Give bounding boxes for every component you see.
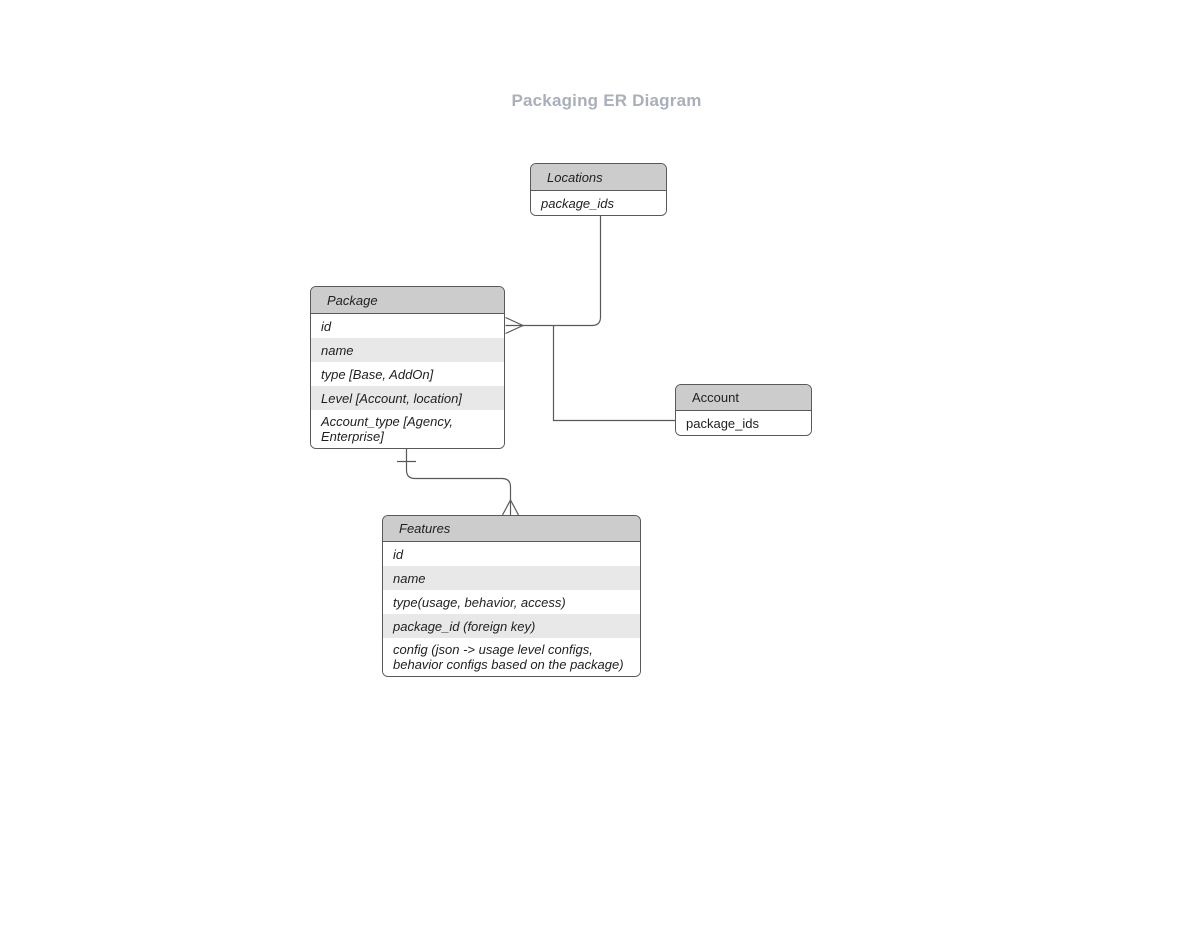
entity-row[interactable]: package_ids: [531, 191, 666, 215]
entity-account-header[interactable]: Account: [676, 385, 811, 411]
entity-row[interactable]: type(usage, behavior, access): [383, 590, 640, 614]
entity-package[interactable]: Package id name type [Base, AddOn] Level…: [310, 286, 505, 449]
entity-row[interactable]: name: [311, 338, 504, 362]
entity-row[interactable]: Account_type [Agency, Enterprise]: [311, 410, 504, 448]
entity-row[interactable]: package_id (foreign key): [383, 614, 640, 638]
diagram-title[interactable]: Packaging ER Diagram: [511, 91, 702, 110]
entity-row[interactable]: type [Base, AddOn]: [311, 362, 504, 386]
entity-title: Features: [399, 521, 451, 536]
entity-title: Account: [692, 390, 739, 405]
entity-row[interactable]: name: [383, 566, 640, 590]
entity-title: Locations: [547, 169, 603, 185]
entity-package-header[interactable]: Package: [311, 287, 504, 314]
entity-row[interactable]: package_ids: [676, 411, 811, 435]
crows-foot-many-features-icon: [501, 499, 520, 516]
entity-locations[interactable]: Locations package_ids: [530, 163, 667, 216]
entity-account[interactable]: Account package_ids: [675, 384, 812, 436]
entity-locations-rows: package_ids: [531, 191, 666, 215]
entity-row[interactable]: id: [311, 314, 504, 338]
connector-account-package[interactable]: [552, 325, 677, 422]
connector-package-features[interactable]: [405, 447, 512, 515]
entity-package-rows: id name type [Base, AddOn] Level [Accoun…: [311, 314, 504, 448]
entity-account-rows: package_ids: [676, 411, 811, 435]
entity-features-header[interactable]: Features: [383, 516, 640, 542]
entity-locations-header[interactable]: Locations: [531, 164, 666, 191]
entity-row[interactable]: Level [Account, location]: [311, 386, 504, 410]
connector-locations-package[interactable]: [505, 214, 602, 327]
entity-title: Package: [327, 292, 378, 308]
entity-features-rows: id name type(usage, behavior, access) pa…: [383, 542, 640, 676]
entity-row[interactable]: config (json -> usage level configs, beh…: [383, 638, 640, 676]
entity-features[interactable]: Features id name type(usage, behavior, a…: [382, 515, 641, 677]
crows-foot-many-package-icon: [505, 316, 524, 335]
entity-row[interactable]: id: [383, 542, 640, 566]
